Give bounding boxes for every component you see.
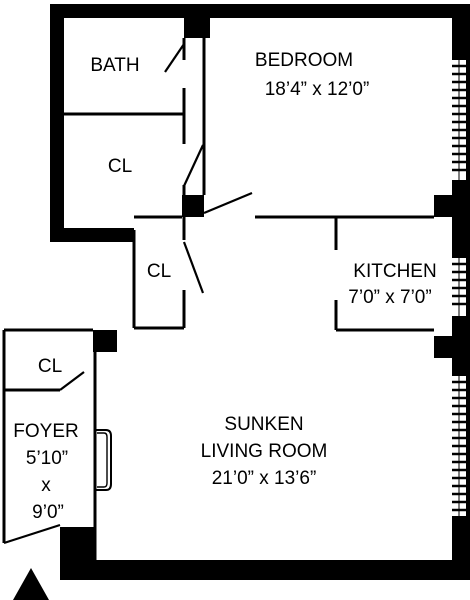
foyer-dim-b: 9’0” [32,502,64,523]
door-closet-foyer [59,371,85,391]
entry-arrow-icon [13,568,49,600]
windows [452,60,466,516]
closet-foyer-label: CL [38,356,62,377]
bedroom-size: 18’4” x 12’0” [265,79,370,100]
bath-label: BATH [90,55,139,76]
window-living [452,376,466,516]
window-bedroom [452,60,466,180]
door-closet-top [183,144,204,187]
foyer-dim-a: 5’10” [26,448,68,469]
foyer-name: FOYER [13,421,78,442]
room-labels: BATH BEDROOM 18’4” x 12’0” CL CL KITCHEN… [13,50,436,523]
interior-walls [2,38,434,560]
foyer-dim-sep: x [41,475,51,496]
living-line1: SUNKEN [224,414,303,435]
closet-top-label: CL [108,156,132,177]
door-bedroom [203,191,253,215]
window-kitchen [452,258,466,316]
door-bath [164,43,185,73]
foyer-closet-bracket [95,429,112,491]
doors [3,43,253,545]
bedroom-name: BEDROOM [255,50,353,71]
door-closet-mid [182,241,205,294]
living-line2: LIVING ROOM [201,441,328,462]
door-entry [3,523,61,545]
closet-mid-label: CL [147,261,171,282]
kitchen-size: 7’0” x 7’0” [348,287,431,308]
living-size: 21’0” x 13’6” [212,468,317,489]
kitchen-name: KITCHEN [353,261,436,282]
